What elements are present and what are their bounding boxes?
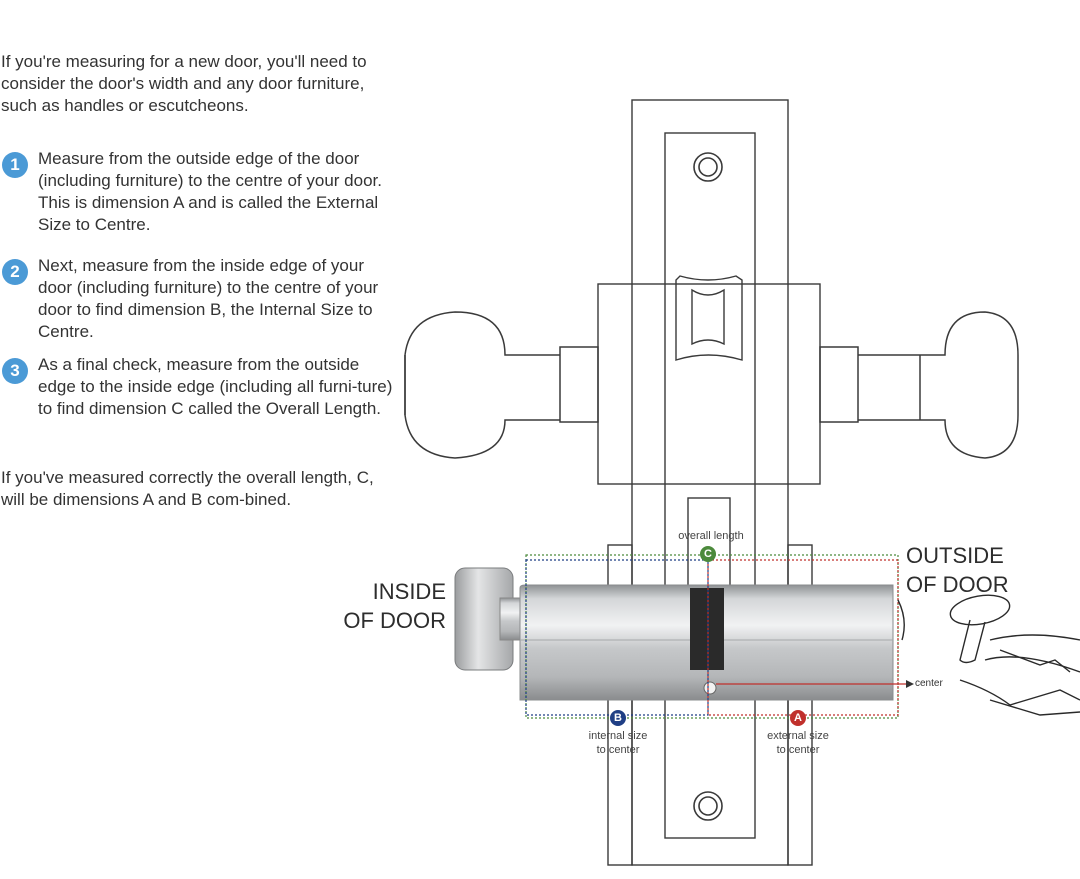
intro-text: If you're measuring for a new door, you'…: [1, 52, 367, 115]
step-3-badge: 3: [2, 358, 28, 384]
overall-length-caption: overall length: [678, 530, 744, 542]
external-size-caption: external size to center: [753, 729, 843, 757]
inside-label-line-1: INSIDE: [372, 579, 446, 604]
step-2: 2 Next, measure from the inside edge of …: [1, 255, 396, 347]
step-1-badge: 1: [2, 152, 28, 178]
outside-label-line-1: OUTSIDE: [906, 543, 1004, 568]
handle-right-icon: [819, 311, 1019, 459]
key-icon: [897, 594, 1080, 716]
dimension-c-badge: C: [700, 546, 716, 562]
outside-label-line-2: OF DOOR: [906, 572, 1009, 597]
external-size-line-2: to center: [776, 744, 820, 756]
dimension-a-badge: A: [790, 710, 806, 726]
center-arrow: [716, 680, 914, 688]
latch-icon: [675, 275, 743, 361]
internal-size-line-1: internal size: [588, 730, 648, 742]
dimension-b-badge: B: [610, 710, 626, 726]
inside-of-door-label: INSIDE OF DOOR: [336, 577, 446, 635]
step-2-text: Next, measure from the inside edge of yo…: [38, 256, 379, 341]
handle-left-icon: [404, 311, 599, 459]
center-label: center: [915, 678, 943, 689]
internal-size-line-2: to center: [596, 744, 640, 756]
door-faceplate: [597, 99, 821, 866]
inside-label-line-2: OF DOOR: [343, 608, 446, 633]
cylinder-icon: [454, 567, 894, 701]
outside-of-door-label: OUTSIDE OF DOOR: [906, 541, 1009, 599]
screw-icon: [693, 152, 723, 821]
external-size-line-1: external size: [767, 730, 829, 742]
internal-size-caption: internal size to center: [573, 729, 663, 757]
step-3-text: As a final check, measure from the outsi…: [38, 355, 393, 418]
step-1: 1 Measure from the outside edge of the d…: [1, 148, 396, 240]
step-1-text: Measure from the outside edge of the doo…: [38, 149, 382, 234]
step-3: 3 As a final check, measure from the out…: [1, 354, 396, 446]
step-2-badge: 2: [2, 259, 28, 285]
outro-text: If you've measured correctly the overall…: [1, 468, 374, 509]
